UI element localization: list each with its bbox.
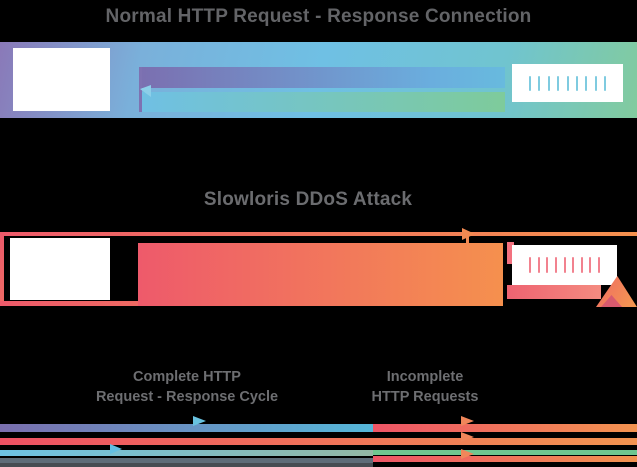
- server-vent-slot-icon: [589, 257, 592, 273]
- server-vent-slot-icon: [594, 75, 597, 91]
- stripe-dark-bar: [0, 463, 373, 467]
- server-vent-slot-icon: [557, 75, 560, 91]
- server-vent-slot-icon: [529, 257, 531, 273]
- server-vent-slot-icon: [563, 257, 566, 273]
- incomplete-requests-label-line1: Incomplete: [386, 369, 464, 385]
- server-vent-slot-icon: [537, 257, 540, 273]
- server-rack-icon: [512, 64, 623, 102]
- incomplete-request-bar: [138, 243, 503, 306]
- stripe-green-arrow: [373, 450, 637, 455]
- complete-cycle-label-line2: Request - Response Cycle: [95, 389, 279, 405]
- normal-connection-band: [0, 42, 637, 118]
- server-vent-slot-icon: [572, 257, 575, 273]
- normal-connection-title: Normal HTTP Request - Response Connectio…: [105, 6, 532, 27]
- arrowhead-icon: [110, 444, 122, 454]
- http-request-arrow: [139, 67, 505, 88]
- arrowhead-icon: [193, 416, 206, 426]
- server-vent-slot-icon: [604, 75, 606, 91]
- stripe-request-arrow: [0, 424, 373, 432]
- arrowhead-icon: [461, 449, 474, 459]
- incomplete-requests-label: Incomplete HTTP Requests: [305, 367, 545, 407]
- server-vent-slot-icon: [538, 75, 541, 91]
- server-rack-icon: [512, 245, 617, 285]
- stripe-incomplete-arrow: [0, 438, 637, 445]
- server-vent-slot-icon: [546, 257, 549, 273]
- server-highlight-strip: [507, 242, 514, 264]
- server-vent-slot-icon: [598, 257, 600, 273]
- response-arrowhead-icon: [140, 85, 151, 97]
- arrowhead-icon: [461, 416, 474, 426]
- server-vent-slot-icon: [585, 75, 588, 91]
- server-vent-slot-icon: [575, 75, 578, 91]
- complete-cycle-label: Complete HTTP Request - Response Cycle: [37, 367, 337, 407]
- incomplete-request-arrowhead-icon: [462, 228, 475, 240]
- server-vent-slot-icon: [547, 75, 550, 91]
- attack-band-top-line: [0, 232, 637, 236]
- http-response-arrow: [139, 92, 505, 112]
- stripe-slate-bar: [0, 458, 373, 463]
- stripe-incomplete-arrow: [373, 424, 637, 432]
- client-computer-icon: [13, 48, 110, 111]
- server-vent-slot-icon: [566, 75, 569, 91]
- stripe-incomplete-arrow: [373, 456, 637, 462]
- server-vent-slot-icon: [529, 75, 531, 91]
- stripe-response-arrow: [0, 450, 373, 456]
- client-computer-icon: [10, 238, 110, 300]
- complete-cycle-label-line1: Complete HTTP: [133, 369, 241, 385]
- slowloris-attack-band: [0, 228, 637, 308]
- incomplete-requests-label-line2: HTTP Requests: [371, 389, 479, 405]
- server-vent-slot-icon: [580, 257, 583, 273]
- arrowhead-icon: [461, 432, 474, 442]
- attack-band-left-edge: [0, 232, 4, 306]
- slowloris-attack-title: Slowloris DDoS Attack: [203, 189, 413, 210]
- server-underglow-strip: [507, 285, 601, 299]
- server-vent-slot-icon: [554, 257, 557, 273]
